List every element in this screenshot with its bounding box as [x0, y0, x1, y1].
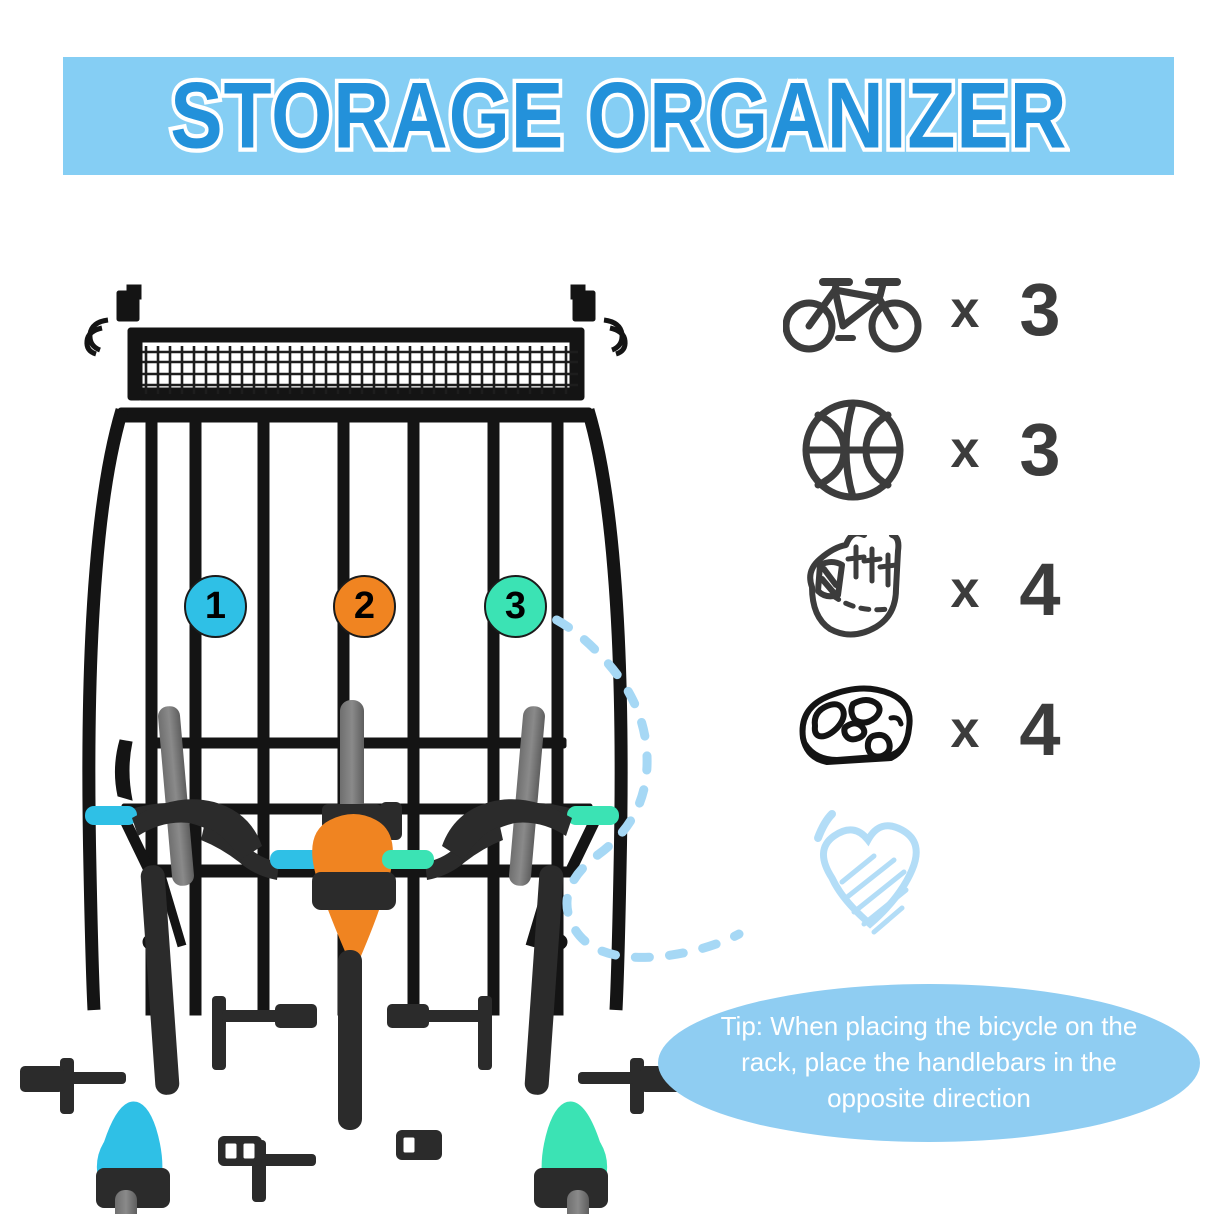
accessory-row-baseball-glove: x 4: [780, 520, 1130, 660]
bike-slot-1: [20, 706, 322, 1214]
grip-right: [567, 806, 619, 825]
bicycle-quantity: 3: [1019, 268, 1061, 351]
storage-rack-illustration: [20, 284, 684, 1214]
accessory-row-basketball: x 3: [780, 380, 1130, 520]
step-badge-3[interactable]: 3: [484, 575, 547, 638]
baseball-glove-icon: [780, 530, 925, 650]
hook-right: [603, 317, 625, 353]
fork-tube: [158, 706, 194, 886]
basket-top-rail: [127, 327, 585, 343]
divider-bar: [189, 414, 202, 1016]
fork-lower: [140, 865, 180, 1095]
heart-sparkle: [814, 810, 836, 842]
grip-left: [85, 806, 137, 825]
leg-left: [82, 408, 129, 1011]
saddle-rail: [96, 1168, 170, 1208]
saddle-3: [541, 1101, 608, 1178]
basketball-icon: [780, 390, 925, 510]
accessory-row-bicycle: x 3: [780, 240, 1130, 380]
basketball-quantity: 3: [1019, 408, 1061, 491]
step-badge-1[interactable]: 1: [184, 575, 247, 638]
leg-right: [581, 408, 628, 1011]
multiply-symbol: x: [950, 421, 980, 479]
upper-crossbar: [117, 407, 593, 423]
divider-bar: [407, 414, 420, 1016]
multiply-symbol: x: [950, 281, 980, 339]
seatpost: [115, 1190, 137, 1214]
grip-left: [382, 850, 434, 869]
divider-bar: [487, 414, 500, 1016]
heart-icon: [814, 810, 920, 935]
seatpost: [338, 950, 362, 1130]
divider-bar: [257, 414, 270, 1016]
seatpost: [567, 1190, 589, 1214]
side-bracket: [114, 739, 133, 801]
pedal-crank-assembly: [387, 996, 684, 1114]
pedal-assembly-center: [218, 1130, 442, 1202]
baseball-glove-quantity: 4: [1019, 548, 1061, 631]
saddle-1: [96, 1101, 163, 1178]
bike-helmet-icon: [780, 670, 925, 790]
bicycle-icon: [780, 250, 925, 370]
multiply-symbol: x: [950, 701, 980, 759]
fork-tube: [509, 706, 545, 886]
title-banner: STORAGE ORGANIZER: [63, 57, 1174, 175]
bike-slot-2: [218, 700, 442, 1202]
tip-callout: Tip: When placing the bicycle on the rac…: [658, 984, 1200, 1142]
pedal-crank-assembly: [20, 996, 317, 1114]
hook-left: [87, 317, 109, 353]
accessory-capacity-list: x 3 x 3: [780, 240, 1130, 800]
tip-text: Tip: When placing the bicycle on the rac…: [720, 1011, 1138, 1113]
accessory-row-bike-helmet: x 4: [780, 660, 1130, 800]
page-title: STORAGE ORGANIZER: [166, 62, 1069, 168]
bike-helmet-quantity: 4: [1019, 688, 1061, 771]
step-badge-2[interactable]: 2: [333, 575, 396, 638]
grip-right: [270, 850, 322, 869]
saddle-rail: [534, 1168, 608, 1208]
basket-mesh: [142, 346, 578, 394]
multiply-symbol: x: [950, 561, 980, 619]
